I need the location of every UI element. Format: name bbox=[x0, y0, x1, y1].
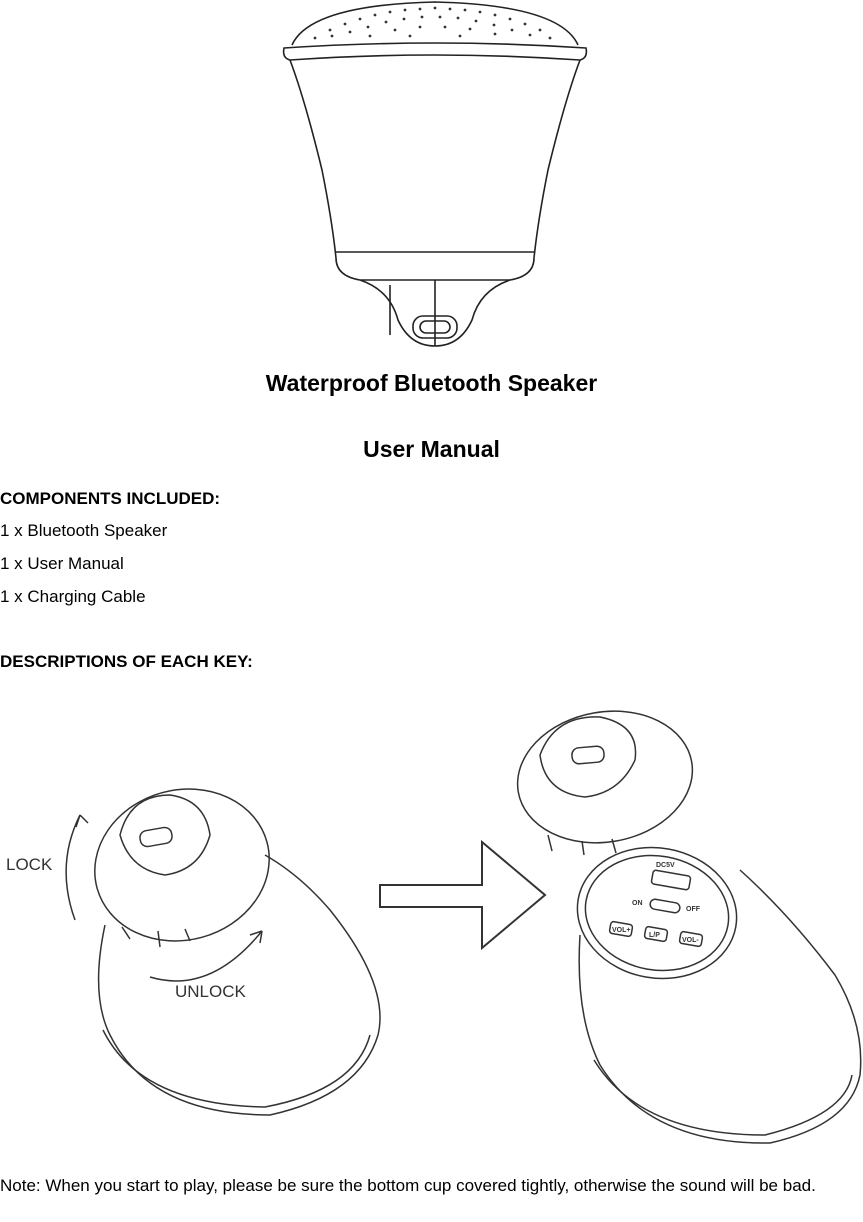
page-title: Waterproof Bluetooth Speaker bbox=[265, 370, 598, 396]
play-key bbox=[643, 925, 669, 943]
lock-arrow bbox=[65, 814, 81, 921]
right-detached-cap bbox=[516, 710, 694, 844]
unlock-label: UNLOCK bbox=[175, 982, 247, 1001]
usage-note: Note: When you start to play, please be … bbox=[0, 1176, 816, 1195]
play-label: L/P bbox=[649, 932, 660, 939]
component-item: 1 x Bluetooth Speaker bbox=[0, 521, 168, 540]
speaker-illustration bbox=[282, 1, 588, 347]
vol-up-key bbox=[608, 920, 634, 938]
vol-down-label: VOL- bbox=[682, 937, 699, 944]
assembly-illustration: LOCK UNLOCK DC5V ON OFF VOL+ L/P VOL- bbox=[6, 710, 862, 1144]
right-base-opening bbox=[576, 846, 738, 980]
direction-arrow bbox=[379, 839, 547, 951]
unlock-arrow bbox=[149, 930, 263, 982]
components-heading: COMPONENTS INCLUDED: bbox=[0, 489, 221, 508]
right-speaker-body bbox=[578, 869, 862, 1144]
left-bottom-cap bbox=[94, 788, 270, 942]
dc5v-label: DC5V bbox=[656, 862, 675, 869]
power-switch bbox=[649, 898, 681, 914]
vol-up-label: VOL+ bbox=[612, 927, 630, 934]
left-speaker-body bbox=[97, 854, 381, 1116]
keys-heading: DESCRIPTIONS OF EACH KEY: bbox=[0, 652, 253, 671]
dc5v-port bbox=[650, 869, 692, 891]
component-item: 1 x User Manual bbox=[0, 554, 124, 573]
lock-label: LOCK bbox=[6, 855, 53, 874]
off-label: OFF bbox=[686, 906, 701, 913]
page-subtitle: User Manual bbox=[363, 436, 500, 462]
on-label: ON bbox=[632, 900, 643, 907]
vol-down-key bbox=[678, 930, 704, 948]
component-item: 1 x Charging Cable bbox=[0, 587, 146, 606]
